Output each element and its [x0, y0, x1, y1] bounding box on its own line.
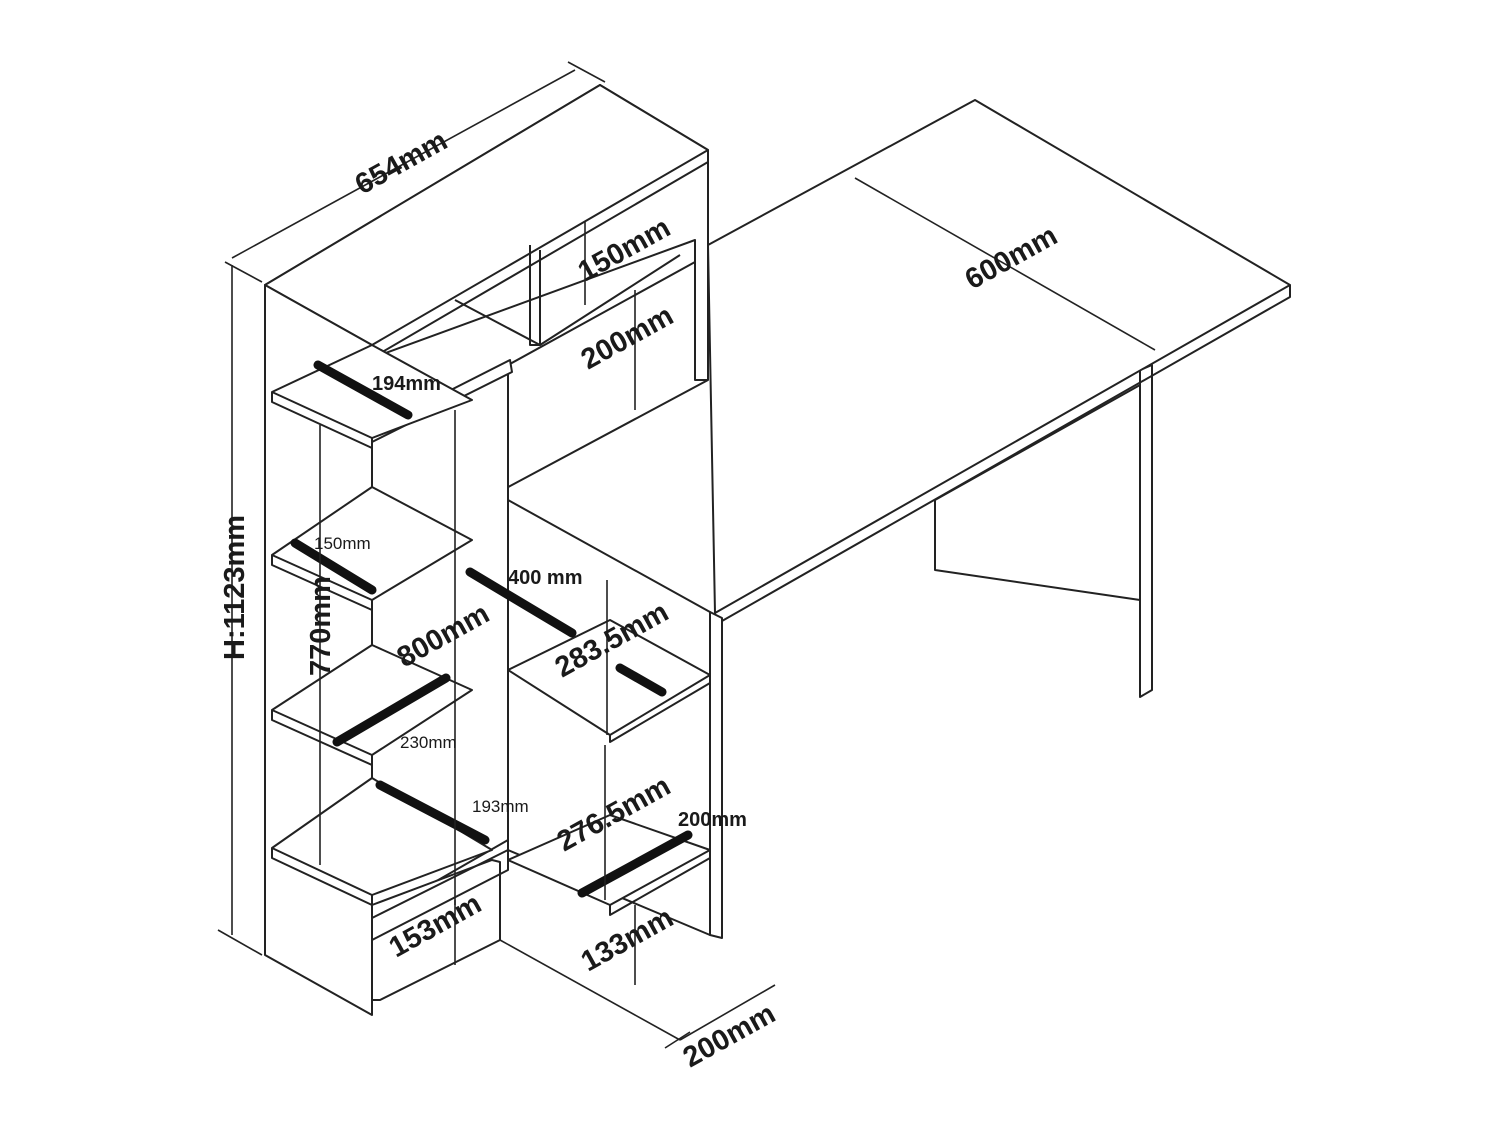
left-shelf-2-edge: [271, 555, 373, 611]
label-shelf-a-depth: 194mm: [372, 373, 441, 395]
dim-line-base-depth: [499, 939, 681, 1041]
dim-tick-width-a: [224, 261, 263, 283]
label-right-plinth: 133mm: [576, 902, 679, 978]
dim-tick-width-b: [567, 61, 606, 83]
left-shelf-2: [271, 486, 473, 601]
mark-shelf-4: [375, 780, 490, 845]
dim-tick-base-a: [664, 1031, 691, 1049]
label-total-height: H:1123mm: [219, 515, 251, 660]
desk: [707, 99, 1291, 698]
label-shelf-gap-a: 150mm: [314, 534, 371, 553]
mark-shelf-1: [313, 360, 413, 420]
dim-line-width: [231, 69, 576, 259]
mark-right-lower: [577, 830, 693, 898]
dimension-lines: [217, 61, 1156, 1049]
dim-tick-height-bottom: [217, 929, 263, 956]
plinth-front: [371, 849, 509, 941]
label-right-shelf-width: 400 mm: [508, 567, 583, 589]
label-base-depth: 200mm: [678, 998, 781, 1074]
dim-line-desk-depth: [854, 177, 1156, 351]
right-outer-panel: [709, 611, 723, 939]
label-shelf-c-depth: 193mm: [472, 797, 529, 816]
left-shelf-4: [271, 777, 493, 896]
right-shelf-unit: [507, 499, 723, 939]
dim-line-base-depth-b: [679, 984, 776, 1041]
shelf-marks: [290, 360, 693, 898]
left-shelf-4-edge: [271, 848, 373, 906]
mark-central: [465, 567, 577, 638]
mark-shelf-3: [332, 673, 451, 747]
left-shelf-3-edge: [271, 710, 373, 766]
label-right-shelf-depth: 200mm: [678, 809, 747, 831]
left-bookcase: [264, 284, 513, 1016]
label-shelf-b-depth: 230mm: [400, 733, 457, 752]
label-side-height: 770mm: [305, 576, 337, 676]
mark-right-upper: [615, 663, 667, 697]
mark-shelf-2: [290, 538, 377, 595]
hutch-inner-back: [454, 254, 681, 346]
hutch-right-side: [694, 240, 708, 381]
desk-front-leg: [1139, 364, 1153, 698]
left-shelf-1-edge: [271, 392, 373, 449]
